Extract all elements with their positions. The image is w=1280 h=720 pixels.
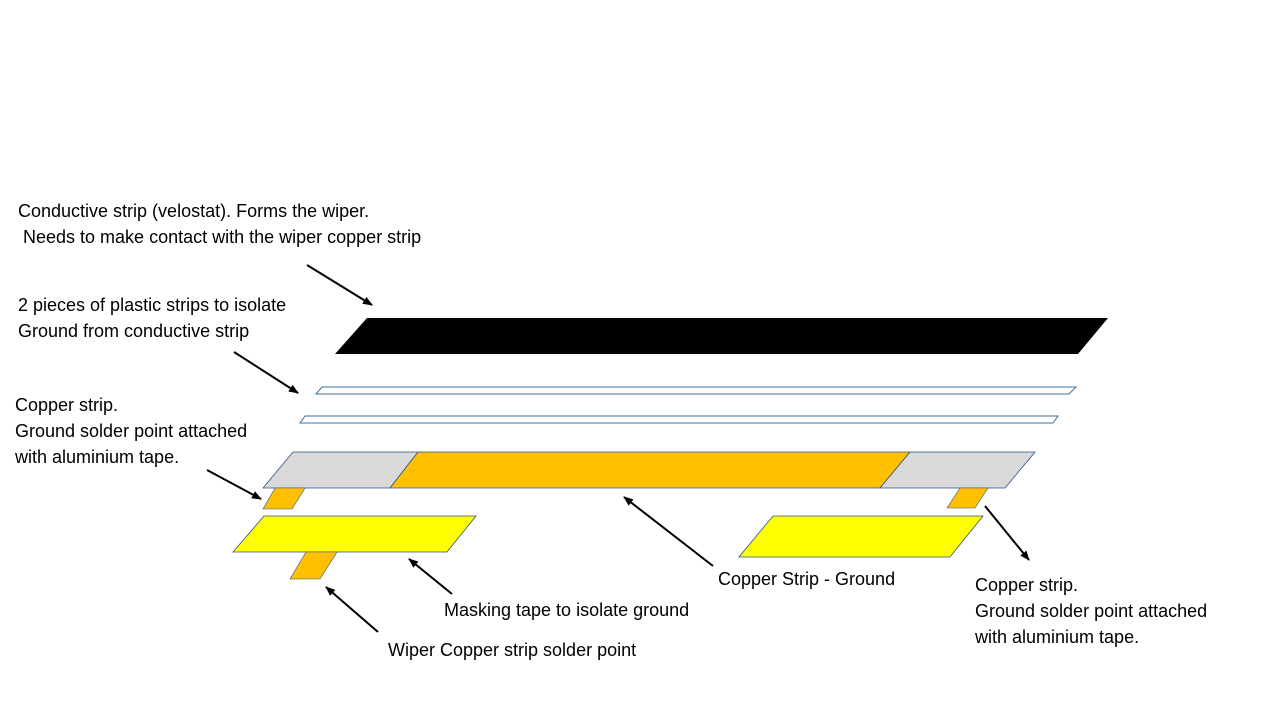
masking-tape-left — [232, 515, 477, 553]
label-copper-left-line1: Copper strip. — [15, 395, 119, 415]
arrow-copper-left — [206, 469, 262, 500]
plastic-strip-bottom — [299, 415, 1059, 424]
arrow-copper-ground — [623, 496, 714, 567]
label-copper-left-line2: Ground solder point attached — [15, 421, 248, 441]
arrow-masking-tape — [408, 558, 453, 595]
arrow-copper-right — [984, 505, 1030, 561]
label-masking-tape: Masking tape to isolate ground — [444, 600, 690, 620]
label-velostat: Conductive strip (velostat). Forms the w… — [18, 198, 421, 250]
label-copper-strip-ground: Copper Strip - Ground — [718, 569, 896, 589]
label-plastic-line2: Ground from conductive strip — [18, 321, 250, 341]
copper-strip-ground — [389, 451, 911, 489]
label-copper-strip-right: Copper strip. Ground solder point attach… — [975, 572, 1207, 650]
wiper-solder-tab — [289, 551, 338, 580]
label-plastic-strips: 2 pieces of plastic strips to isolate Gr… — [18, 292, 286, 344]
velostat-strip — [335, 318, 1108, 354]
label-copper-right-line2: Ground solder point attached — [975, 601, 1208, 621]
label-copper-left-line3: with aluminium tape. — [15, 447, 180, 467]
label-copper-strip-left: Copper strip. Ground solder point attach… — [15, 392, 247, 470]
ground-solder-tab-left — [262, 487, 306, 510]
label-velostat-line2: Needs to make contact with the wiper cop… — [18, 227, 422, 247]
label-copper-right-line1: Copper strip. — [975, 575, 1079, 595]
label-plastic-line1: 2 pieces of plastic strips to isolate — [18, 295, 287, 315]
masking-tape-right — [738, 515, 984, 558]
label-wiper-solder-point: Wiper Copper strip solder point — [388, 640, 637, 660]
aluminium-tape-right — [879, 451, 1036, 489]
arrow-wiper-solder — [325, 586, 379, 633]
ground-solder-tab-right — [946, 487, 989, 509]
label-velostat-line1: Conductive strip (velostat). Forms the w… — [18, 201, 370, 221]
plastic-strip-top — [314, 386, 1078, 395]
arrow-velostat — [306, 264, 373, 306]
arrow-plastic — [233, 351, 299, 394]
label-copper-right-line3: with aluminium tape. — [975, 627, 1140, 647]
